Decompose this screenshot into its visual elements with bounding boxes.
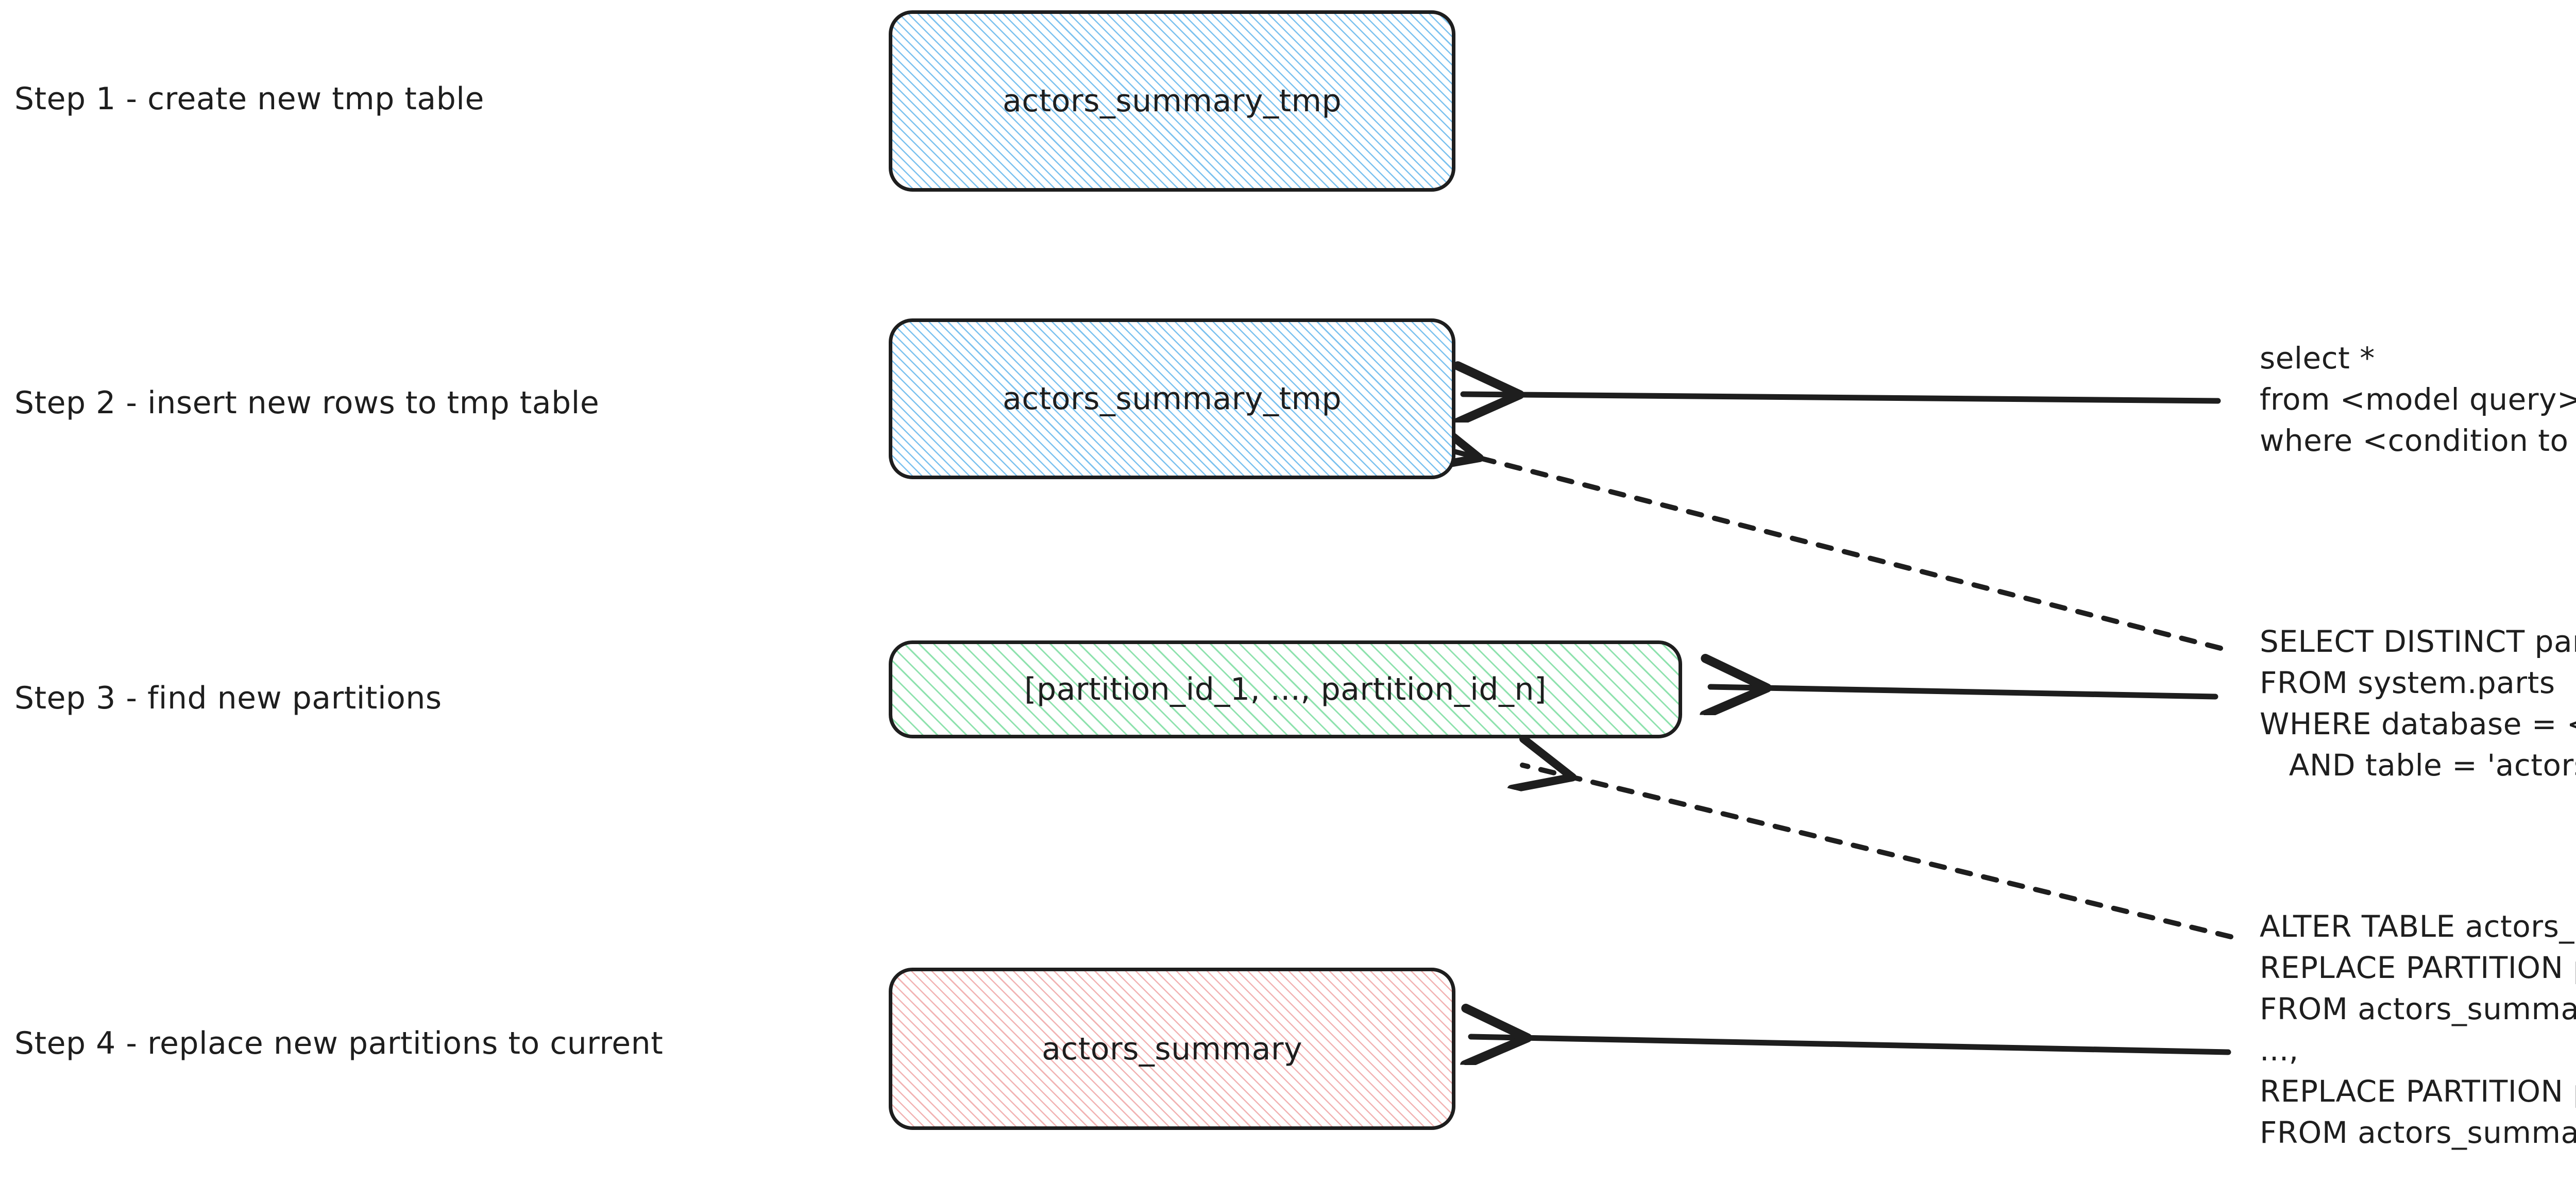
arrow-sql3-to-box2 (1430, 445, 2223, 651)
code-block-select-distinct-partitions: SELECT DISTINCT partition_id FROM system… (2260, 624, 2576, 783)
arrow-sql4-to-box3 (1522, 765, 2233, 939)
arrow-sql3-to-box3 (1710, 687, 2218, 697)
step-label-2: Step 2 - insert new rows to tmp table (14, 385, 600, 421)
arrow-sql2-to-box2 (1463, 394, 2221, 401)
node-partition-id-list[interactable]: [partition_id_1, ..., partition_id_n] (889, 640, 1682, 738)
node-actors-summary-tmp-step1[interactable]: actors_summary_tmp (889, 10, 1455, 192)
step-label-1: Step 1 - create new tmp table (14, 81, 484, 117)
step-label-4: Step 4 - replace new partitions to curre… (14, 1025, 664, 1061)
node-actors-summary[interactable]: actors_summary (889, 968, 1455, 1130)
node-label: actors_summary_tmp (1002, 381, 1342, 417)
node-label: actors_summary (1041, 1031, 1303, 1067)
node-label: [partition_id_1, ..., partition_id_n] (1024, 671, 1547, 707)
arrow-sql4-to-box4 (1471, 1037, 2231, 1052)
node-actors-summary-tmp-step2[interactable]: actors_summary_tmp (889, 318, 1455, 479)
step-label-3: Step 3 - find new partitions (14, 680, 442, 716)
code-block-alter-table-replace-partition: ALTER TABLE actors_summary REPLACE PARTI… (2260, 909, 2576, 1151)
node-label: actors_summary_tmp (1002, 83, 1342, 119)
code-block-select-model-query: select * from <model query> where <condi… (2260, 341, 2576, 459)
